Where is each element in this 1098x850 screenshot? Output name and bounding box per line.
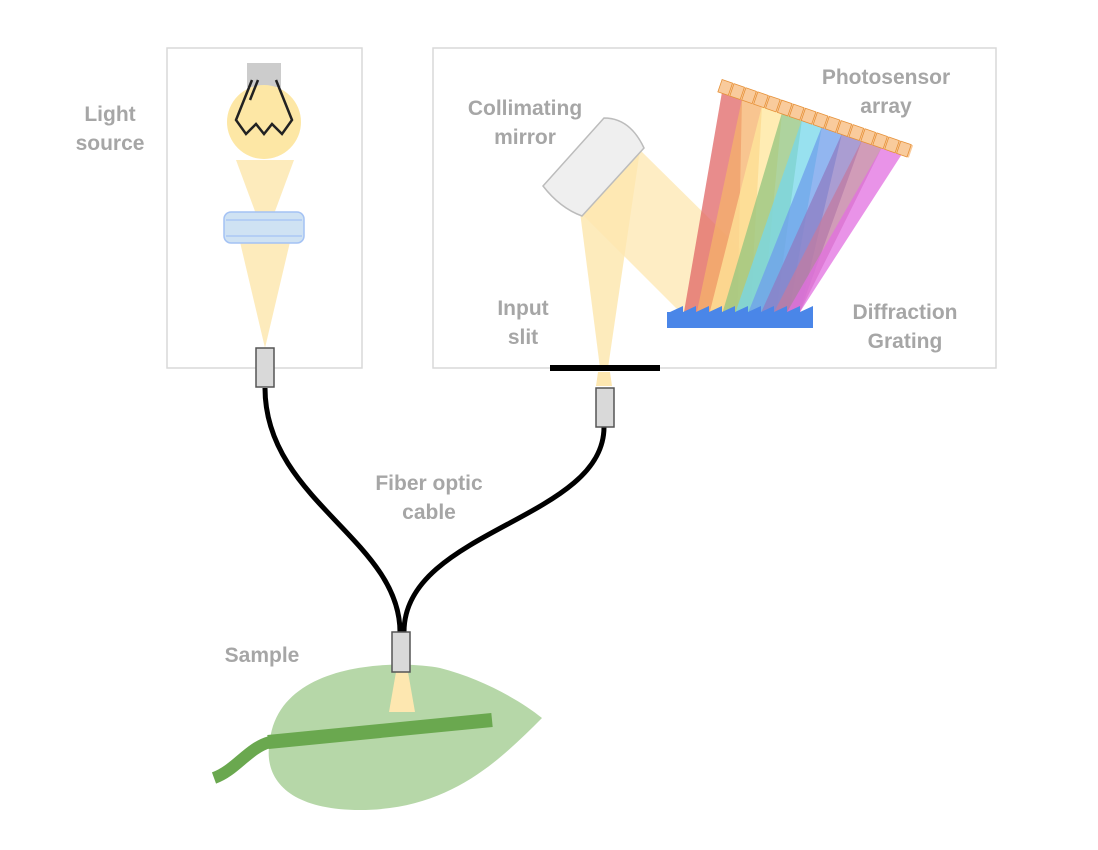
grating-tooth: [722, 306, 735, 312]
sensor-cell: [848, 124, 865, 142]
fiber-optic-cable-label: Fiber optic cable: [354, 469, 504, 527]
collimating-mirror-label-line-2: mirror: [494, 126, 556, 149]
fiber-optic-cable-label-line-2: cable: [402, 501, 456, 524]
spectrum-band: [787, 147, 902, 312]
diffraction-grating-label-line-1: Diffraction: [852, 301, 958, 324]
sensor-cell: [872, 132, 888, 150]
grating-tooth: [670, 306, 683, 312]
sensor-cell: [896, 140, 912, 158]
grating-tooth: [761, 306, 774, 312]
collimating-mirror: [542, 117, 645, 217]
spectrum-band: [748, 126, 842, 312]
bulb-filament: [234, 79, 294, 137]
sensor-cell: [776, 99, 793, 117]
fiber-cable-right: [401, 426, 607, 633]
bulb-socket: [247, 63, 281, 87]
diffracted-spectrum: [684, 92, 902, 313]
sensor-cell: [812, 111, 829, 129]
sensor-cell: [753, 91, 769, 109]
sensor-cell: [765, 95, 781, 113]
sensor-cell: [788, 103, 805, 121]
photosensor-array: [717, 79, 914, 158]
spectrometer-connector: [595, 387, 615, 428]
leaf-vein: [267, 713, 493, 749]
sensor-cell: [860, 128, 876, 146]
grating-tooth: [709, 306, 722, 312]
spectrum-band: [735, 119, 822, 312]
grating-tooth: [735, 306, 748, 312]
photosensor-array-label-line-1: Photosensor: [821, 66, 951, 89]
photosensor-array-label: Photosensor array: [806, 63, 966, 121]
filament-left-lead: [248, 79, 260, 101]
sensor-cell: [717, 79, 734, 96]
slit-light-spot: [596, 372, 612, 386]
light-source-label: Light source: [62, 100, 158, 158]
collimating-mirror-label-line-1: Collimating: [467, 97, 583, 120]
light-beam-lower: [240, 242, 290, 348]
leaf-stem: [211, 736, 272, 784]
input-slit-label: Input slit: [478, 294, 568, 352]
grating-tooth: [787, 306, 800, 312]
sensor-cell: [884, 136, 900, 154]
light-source-label-line-2: source: [75, 132, 145, 155]
spectrum-band: [774, 140, 882, 312]
sensor-cell: [800, 107, 817, 125]
grating-tooth: [800, 306, 813, 312]
fiber-cable-left: [262, 387, 403, 633]
sensor-cell: [836, 120, 853, 137]
sensor-cell: [824, 115, 841, 133]
grating-tooth: [774, 306, 787, 312]
spectrometer-box: [432, 47, 997, 369]
light-source-label-line-1: Light: [84, 103, 136, 126]
diffraction-grating-label-line-2: Grating: [867, 330, 943, 353]
light-beam-upper: [236, 160, 294, 214]
fiber-optic-cable-label-line-1: Fiber optic: [375, 472, 483, 495]
input-slit-label-line-1: Input: [497, 297, 549, 320]
diffraction-grating-label: Diffraction Grating: [830, 298, 980, 356]
leaf-sample: [268, 664, 542, 810]
sensor-cell: [741, 87, 757, 105]
spectrum-band: [761, 133, 862, 312]
sample-light-spot: [389, 672, 415, 712]
focusing-lens: [223, 211, 305, 244]
grating-tooth: [683, 306, 696, 312]
photosensor-array-label-line-2: array: [860, 95, 912, 118]
grating-tooth: [748, 306, 761, 312]
sample-probe-connector: [391, 631, 411, 673]
diffraction-grating: [667, 312, 813, 328]
grating-tooth: [696, 306, 709, 312]
light-source-connector: [255, 347, 275, 388]
light-bulb: [227, 85, 301, 159]
collimating-mirror-label: Collimating mirror: [450, 94, 600, 152]
sample-label-line-1: Sample: [224, 644, 300, 667]
sensor-cell: [729, 83, 745, 101]
input-slit-label-line-2: slit: [507, 326, 539, 349]
sample-label: Sample: [212, 641, 312, 670]
grating-teeth: [670, 306, 813, 312]
